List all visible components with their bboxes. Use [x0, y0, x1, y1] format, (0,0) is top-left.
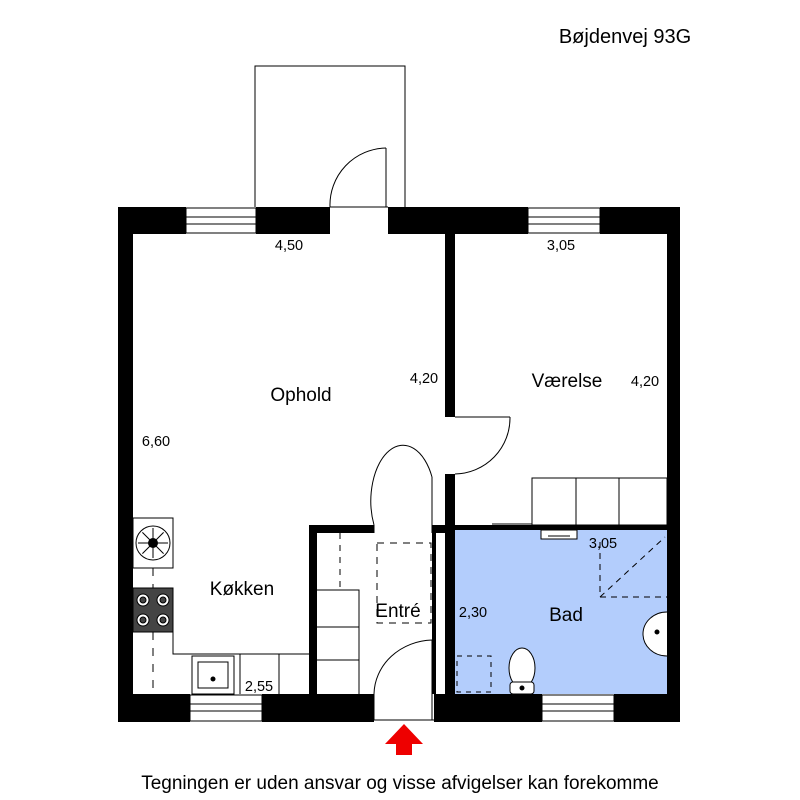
room-label-bad: Bad [549, 605, 583, 626]
address-title: Bøjdenvej 93G [559, 26, 691, 48]
dim-koekken-width: 2,55 [245, 679, 273, 695]
doors [329, 147, 511, 721]
outer-walls [118, 207, 680, 722]
dim-vaerelse-depth: 4,20 [631, 374, 659, 390]
dim-total-depth: 6,60 [142, 434, 170, 450]
balcony [254, 65, 406, 207]
room-label-vaerelse: Værelse [532, 371, 603, 392]
disclaimer: Tegningen er uden ansvar og visse afvige… [141, 773, 659, 794]
windows [185, 207, 615, 722]
dim-bad-width: 3,05 [589, 536, 617, 552]
bath-floor [455, 530, 667, 694]
room-label-ophold: Ophold [270, 385, 331, 406]
kitchen [132, 517, 309, 695]
entrance-arrow-icon [385, 724, 423, 755]
entre-fixtures [317, 533, 432, 694]
dim-vaerelse-width: 3,05 [547, 238, 575, 254]
dim-bad-depth: 2,30 [459, 605, 487, 621]
interior-walls [309, 234, 667, 694]
bath-fixtures [456, 529, 668, 695]
room-label-koekken: Køkken [210, 579, 274, 600]
extractor-fan-icon [135, 525, 171, 561]
dim-ophold-width: 4,50 [275, 238, 303, 254]
wardrobe [492, 477, 668, 526]
room-label-entre: Entré [375, 601, 420, 622]
dim-ophold-depth: 4,20 [410, 371, 438, 387]
